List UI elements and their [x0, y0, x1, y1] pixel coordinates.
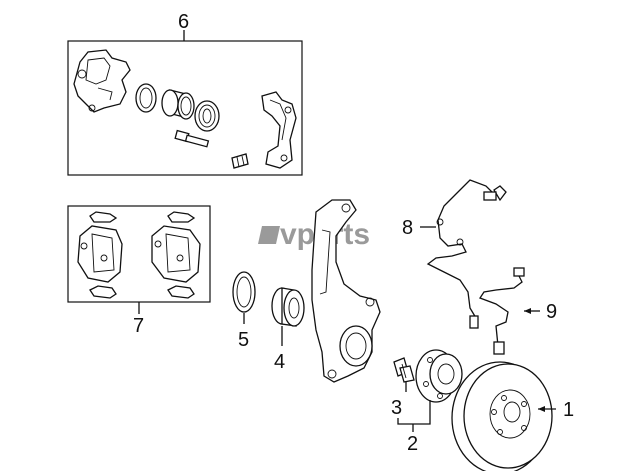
piston-boot — [194, 100, 220, 132]
steering-knuckle — [311, 199, 381, 383]
callout-6: 6 — [178, 11, 189, 33]
brake-pad-right — [151, 225, 201, 283]
callout-8: 8 — [402, 217, 413, 239]
callout-1: 1 — [563, 399, 574, 421]
brake-pad-left — [77, 225, 123, 283]
guide-pin — [174, 129, 210, 148]
wheel-bearing — [271, 287, 305, 346]
snap-ring — [232, 271, 256, 324]
abs-sensor-harness — [420, 179, 507, 329]
bleeder-screw — [231, 153, 249, 169]
callout-9: 9 — [546, 301, 557, 323]
caliper-piston — [161, 89, 195, 120]
callout-7: 7 — [133, 315, 144, 337]
callout-2: 2 — [407, 433, 418, 455]
watermark-logo-icon — [258, 226, 280, 244]
pad-clip-top-right — [167, 211, 196, 223]
caliper-bracket — [261, 91, 297, 169]
callout-5: 5 — [238, 329, 249, 351]
wheel-stud — [393, 357, 415, 392]
pad-clip-top-left — [89, 211, 118, 223]
callout-3: 3 — [391, 397, 402, 419]
wheel-hub — [415, 349, 463, 418]
pad-clip-bottom-left — [89, 285, 117, 299]
caliper-kit-box — [67, 40, 303, 176]
brake-pad-group — [67, 205, 211, 314]
brake-hose — [479, 267, 540, 355]
callout-4: 4 — [274, 351, 285, 373]
piston-seal — [135, 83, 157, 113]
callout-bracket-2 — [397, 418, 431, 425]
pad-clip-bottom-right — [167, 285, 195, 299]
brake-rotor — [451, 361, 556, 471]
caliper-body — [73, 49, 131, 113]
caliper-kit-group — [67, 30, 303, 176]
